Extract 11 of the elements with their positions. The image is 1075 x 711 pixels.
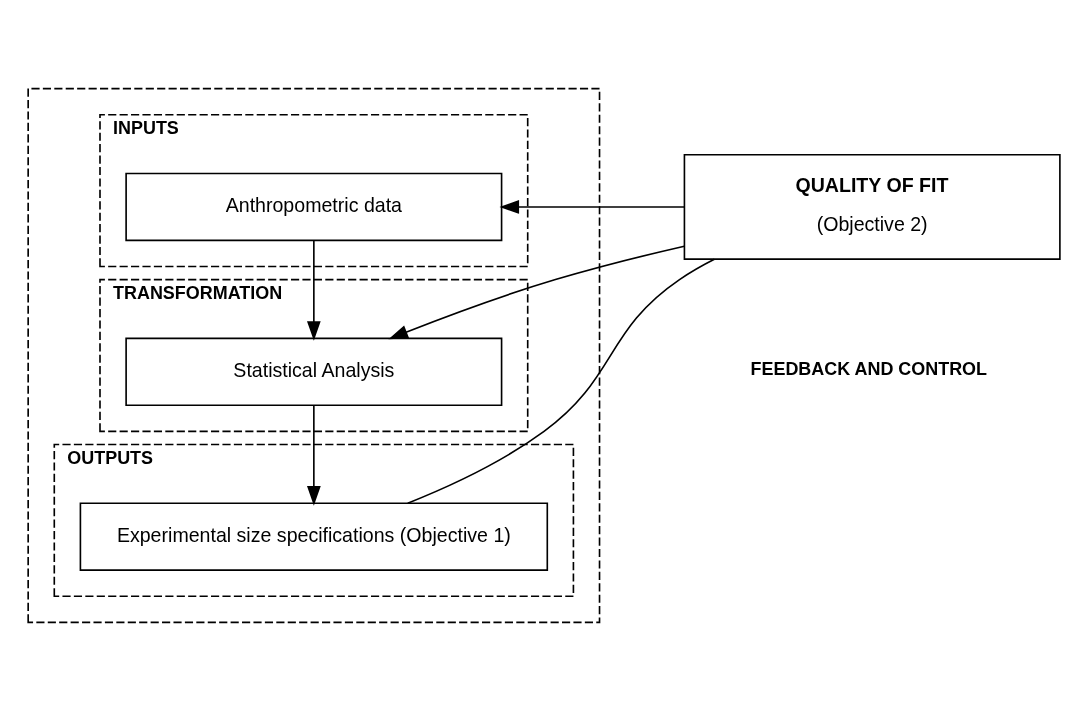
cluster — [27, 87, 601, 624]
connector — [406, 258, 716, 504]
label: FEEDBACK AND CONTROL — [750, 358, 988, 379]
node-box: QUALITY OF FIT (Objective 2) — [683, 153, 1061, 260]
arrow — [307, 404, 321, 506]
arrow — [499, 200, 685, 214]
node-box: Experimental size specifications (Objective 1) — [79, 502, 549, 571]
arrow — [307, 239, 321, 341]
node-box: Statistical Analysis — [125, 337, 503, 407]
arrow — [388, 245, 686, 340]
node-box: Anthropometric data — [125, 172, 503, 242]
